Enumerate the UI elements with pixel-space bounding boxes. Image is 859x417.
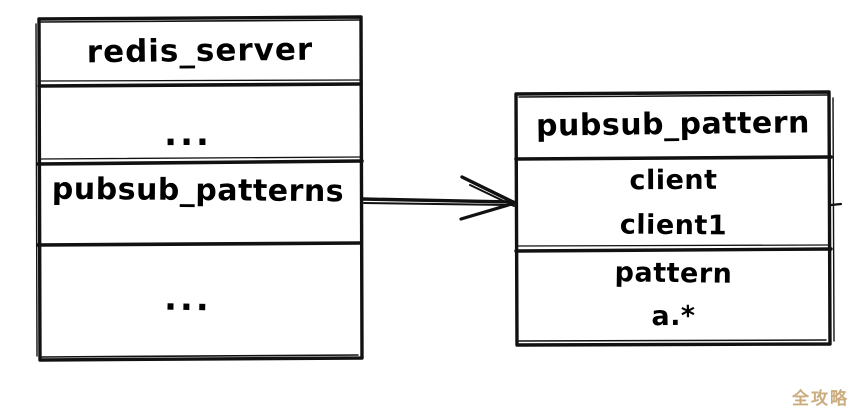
left-divider-2-echo bbox=[39, 156, 361, 160]
left-box-border-echo-bottom bbox=[41, 354, 359, 358]
arrow-head-lower bbox=[459, 201, 517, 221]
right-box-border-echo-top bbox=[518, 94, 828, 98]
arrow-shaft-echo bbox=[363, 202, 512, 206]
right-box-outline[interactable] bbox=[514, 90, 835, 347]
right-box-dividers bbox=[514, 155, 833, 253]
right-row-1-value[interactable]: a.* bbox=[651, 300, 696, 333]
right-row-0-field: client bbox=[629, 164, 718, 197]
right-box-title: pubsub_pattern bbox=[535, 105, 811, 144]
right-box-border-echo-right bbox=[832, 97, 835, 342]
right-divider-2-echo bbox=[517, 244, 830, 247]
left-box-title: redis_server bbox=[86, 31, 314, 71]
left-row-1-field[interactable]: pubsub_patterns bbox=[51, 171, 345, 210]
right-divider-2 bbox=[514, 247, 833, 253]
left-row-2-ellipsis: ... bbox=[163, 278, 213, 320]
left-box-border-echo-left bbox=[35, 23, 38, 357]
left-divider-3 bbox=[36, 241, 363, 247]
arrow-head-upper bbox=[460, 175, 517, 205]
right-box-border bbox=[514, 90, 832, 347]
left-divider-2 bbox=[36, 159, 364, 166]
left-box-dividers bbox=[36, 79, 364, 247]
pointer-arrow[interactable] bbox=[360, 175, 517, 221]
right-edge-tick bbox=[829, 202, 843, 207]
left-divider-1 bbox=[37, 82, 363, 88]
arrow-shaft bbox=[360, 197, 515, 204]
right-row-0-value[interactable]: client1 bbox=[619, 209, 728, 242]
right-row-1-field: pattern bbox=[614, 257, 733, 290]
left-divider-1-echo bbox=[39, 79, 361, 82]
left-box-border-echo-top bbox=[40, 19, 360, 23]
left-row-0-ellipsis: ... bbox=[164, 113, 212, 155]
arrow-head-upper-echo bbox=[469, 184, 515, 207]
right-divider-1 bbox=[514, 155, 833, 161]
right-box-border-echo-bottom bbox=[518, 339, 827, 342]
watermark: 全攻略 bbox=[792, 389, 849, 409]
